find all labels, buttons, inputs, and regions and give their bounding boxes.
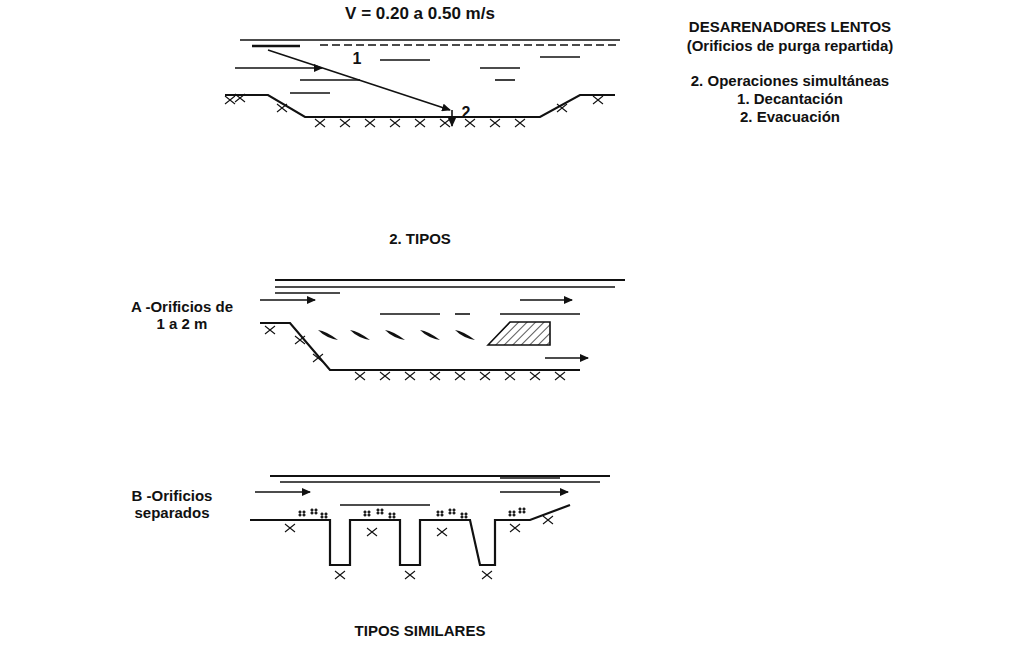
type-b-section [250, 476, 610, 565]
ground-hatching [225, 94, 603, 579]
caption-label: TIPOS SIMILARES [310, 622, 530, 639]
type-a-section [260, 280, 625, 370]
velocity-label: V = 0.20 a 0.50 m/s [290, 4, 550, 24]
type-label: A -Orificios de 1 a 2 m [126, 298, 238, 333]
callout-number: 1 [347, 50, 367, 68]
section-heading: 2. TIPOS [340, 230, 500, 247]
note-heading: 2. Operaciones simultáneas [660, 72, 920, 89]
note-item: 2. Evacuación [690, 108, 890, 125]
callout-number: 2 [456, 104, 476, 122]
slow-sand-trap-section [225, 40, 620, 126]
subtitle: (Orificios de purga repartida) [650, 37, 930, 54]
type-label: B -Orificios separados [122, 487, 222, 522]
sediment [299, 508, 525, 518]
title: DESARENADORES LENTOS [660, 18, 920, 35]
inclined-blades [318, 330, 475, 340]
note-item: 1. Decantación [690, 90, 890, 107]
